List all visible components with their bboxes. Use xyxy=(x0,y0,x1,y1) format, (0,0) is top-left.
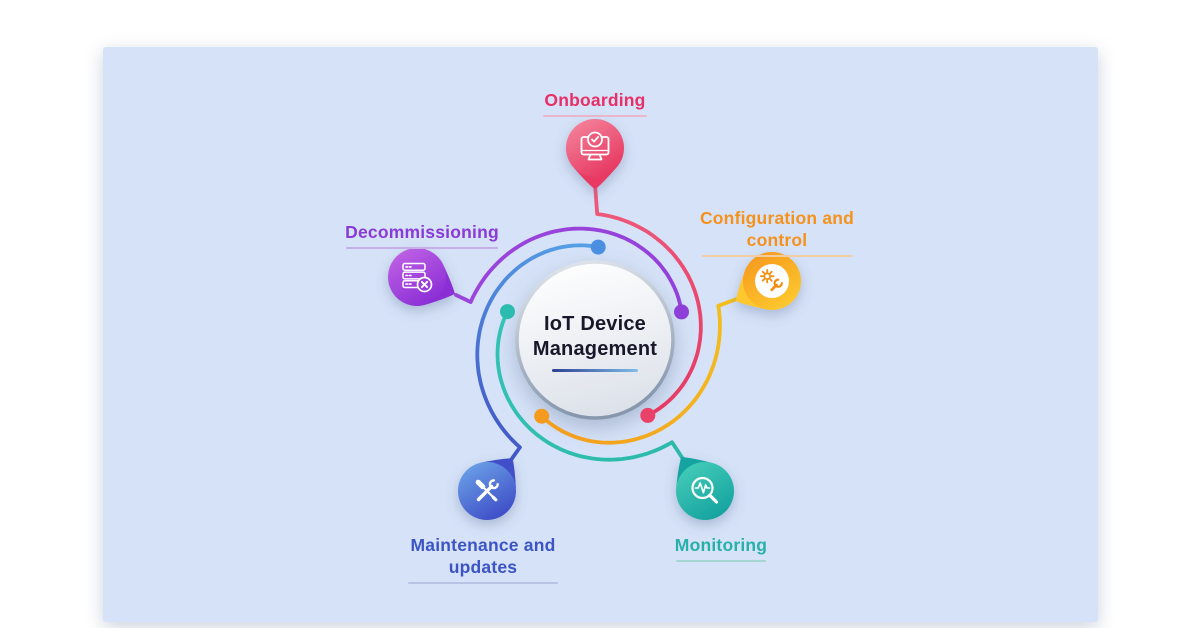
node-decommissioning xyxy=(388,248,455,306)
label-underline xyxy=(702,255,852,257)
node-configuration xyxy=(735,252,801,310)
center-title-line2: Management xyxy=(532,338,658,360)
label-configuration-and-control: Configuration and control xyxy=(682,207,872,257)
dot-monitoring xyxy=(500,304,515,320)
center-title-line1: IoT Device xyxy=(543,313,647,335)
label-onboarding: Onboarding xyxy=(495,89,695,117)
label-decommissioning: Decommissioning xyxy=(334,221,510,249)
node-onboarding xyxy=(566,119,624,190)
label-underline xyxy=(543,115,647,117)
connector-monitoring xyxy=(495,309,689,467)
node-maintenance xyxy=(458,458,516,520)
label-underline xyxy=(676,560,766,562)
label-monitoring: Monitoring xyxy=(656,534,786,562)
center-title-underline xyxy=(552,369,638,372)
center-circle xyxy=(515,260,675,420)
connector-maintenance xyxy=(475,243,601,469)
node-circle xyxy=(566,119,624,177)
dot-configuration xyxy=(534,408,550,424)
dot-decommissioning xyxy=(674,304,689,320)
node-circle xyxy=(676,462,734,520)
label-underline xyxy=(408,582,558,584)
monitor-check-icon xyxy=(580,131,610,161)
wrench-screwdriver-icon xyxy=(475,479,499,502)
dot-maintenance xyxy=(590,239,606,255)
center-title: IoT Device Management xyxy=(512,312,678,372)
server-x-icon xyxy=(402,262,433,293)
node-monitoring xyxy=(676,457,734,520)
node-circle xyxy=(388,248,446,306)
gear-wrench-badge-icon xyxy=(755,264,789,298)
label-underline xyxy=(346,247,498,249)
dot-onboarding xyxy=(640,407,656,423)
connector-configuration xyxy=(539,294,747,445)
magnifier-pulse-icon xyxy=(691,476,719,504)
connector-onboarding xyxy=(593,182,703,418)
label-maintenance-and-updates: Maintenance and updates xyxy=(395,534,571,584)
connector-decommissioning xyxy=(454,226,684,314)
